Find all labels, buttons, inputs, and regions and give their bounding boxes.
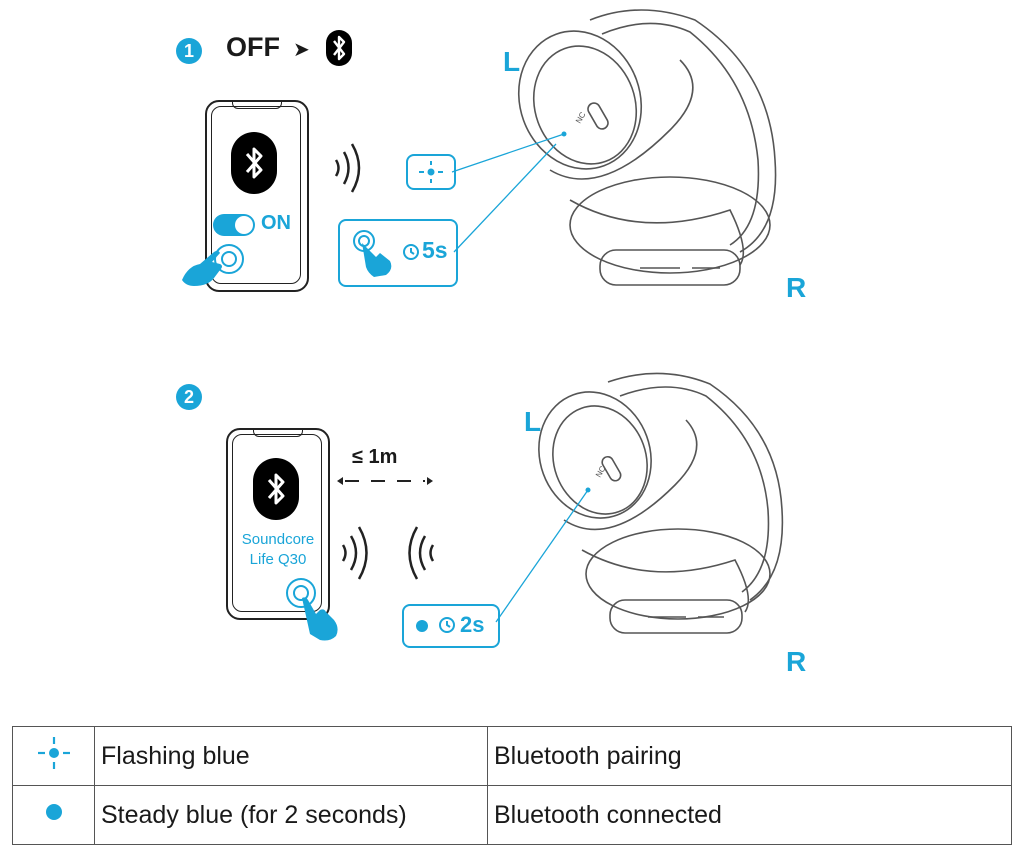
- legend-icon-cell: [12, 726, 95, 786]
- nc-label-2: NC: [594, 464, 608, 479]
- headphones-step1: NC: [451, 9, 777, 286]
- tapping-hand-icon: [180, 244, 228, 293]
- flashing-led-icon: [37, 736, 70, 769]
- phone-bluetooth-icon: [231, 132, 277, 194]
- left-ear-label-2: L: [524, 406, 542, 437]
- steady-led-dot-icon: [416, 620, 428, 632]
- arrow-icon: ➤: [293, 39, 310, 61]
- hold-5s-callout: 5s: [338, 219, 458, 287]
- nc-label: NC: [574, 110, 588, 125]
- phone2-bluetooth-icon: [253, 458, 299, 520]
- clock-icon: [403, 244, 419, 260]
- bluetooth-icon: [326, 30, 352, 66]
- headphones-step2: NC: [495, 372, 784, 634]
- press-hand-icon: [353, 230, 392, 277]
- led-legend-table: Flashing blue Bluetooth pairing Steady b…: [12, 726, 1012, 845]
- steady-2s-callout: 2s: [402, 604, 500, 648]
- left-ear-label-1: L: [503, 46, 521, 77]
- bluetooth-toggle[interactable]: [213, 214, 255, 236]
- phone-step2: Soundcore Life Q30: [226, 428, 330, 620]
- device-name-line1[interactable]: Soundcore: [241, 531, 315, 548]
- step-1-number: 1: [183, 40, 194, 61]
- legend-state: Flashing blue: [94, 726, 488, 786]
- off-label: OFF: [226, 32, 280, 62]
- right-ear-label-2: R: [786, 646, 807, 677]
- legend-state: Steady blue (for 2 seconds): [94, 785, 488, 845]
- signal-waves-out-icon: [341, 526, 368, 580]
- legend-meaning: Bluetooth pairing: [487, 726, 1012, 786]
- legend-row: Steady blue (for 2 seconds) Bluetooth co…: [12, 785, 1012, 845]
- signal-waves-in-icon: [408, 526, 435, 580]
- toggle-on-label: ON: [261, 212, 291, 234]
- right-ear-label-1: R: [786, 272, 807, 303]
- distance-label: ≤ 1m: [352, 446, 398, 468]
- distance-arrow-icon: [337, 477, 433, 485]
- phone-step1: ON: [205, 100, 309, 292]
- legend-meaning: Bluetooth connected: [487, 785, 1012, 845]
- flashing-led-icon: [419, 161, 443, 183]
- step-2-number: 2: [183, 386, 194, 407]
- tap-ripple-icon-2: [286, 578, 316, 608]
- signal-waves-icon: [334, 143, 361, 193]
- steady-led-icon: [45, 803, 62, 820]
- step-1-badge: 1: [176, 38, 202, 64]
- timer-2s-label: 2s: [460, 612, 485, 637]
- tap-ripple-icon: [214, 244, 244, 274]
- device-name-line2[interactable]: Life Q30: [249, 551, 307, 568]
- flashing-led-callout: [406, 154, 456, 190]
- step-2-badge: 2: [176, 384, 202, 410]
- legend-icon-cell: [12, 785, 95, 845]
- tapping-hand-icon-2: [298, 594, 342, 647]
- clock-icon-2: [439, 617, 455, 633]
- timer-5s-label: 5s: [422, 237, 448, 263]
- legend-row: Flashing blue Bluetooth pairing: [12, 726, 1012, 786]
